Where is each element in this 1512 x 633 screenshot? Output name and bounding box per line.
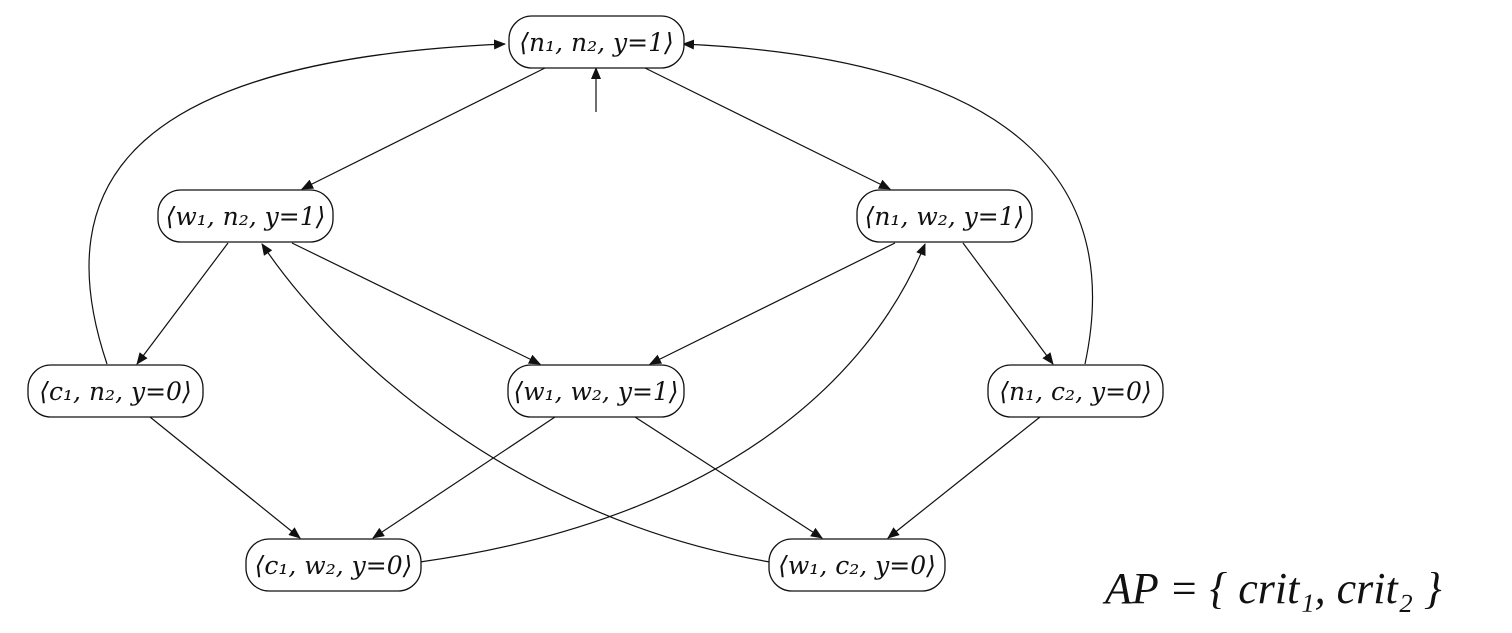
edge-c1n2-to-n1n2	[88, 39, 506, 365]
state-label: ⟨n₁, n₂, y=1⟩	[519, 28, 674, 57]
atomic-propositions-label: AP = { crit₁, crit₂ }	[1102, 564, 1442, 613]
state-label: ⟨n₁, c₂, y=0⟩	[999, 377, 1151, 406]
state-node: ⟨w₁, c₂, y=0⟩	[768, 538, 946, 592]
state-node: ⟨n₁, n₂, y=1⟩	[508, 15, 685, 69]
state-box	[768, 538, 946, 592]
edge-w1w2-to-c1w2	[372, 416, 556, 539]
state-box	[507, 364, 685, 418]
state-nodes: ⟨n₁, n₂, y=1⟩ ⟨w₁, n₂, y=1⟩ ⟨n₁, w₂, y=1…	[27, 15, 1164, 592]
edge-w1c2-to-w1n2	[261, 243, 771, 563]
edge-n1n2-to-w1n2	[301, 67, 546, 190]
edge-n1n2-to-n1w2	[644, 67, 891, 190]
state-label: ⟨w₁, n₂, y=1⟩	[166, 202, 326, 231]
state-box	[157, 189, 334, 243]
state-label: ⟨n₁, w₂, y=1⟩	[865, 202, 1025, 231]
state-box	[245, 538, 422, 592]
transition-edges	[88, 39, 1094, 563]
edge-n1c2-to-n1n2	[682, 39, 1094, 365]
edge-n1w2-to-w1w2	[649, 242, 896, 365]
edge-w1w2-to-w1c2	[634, 416, 823, 539]
state-node: ⟨c₁, n₂, y=0⟩	[27, 364, 204, 418]
state-node: ⟨c₁, w₂, y=0⟩	[245, 538, 422, 592]
state-node: ⟨w₁, w₂, y=1⟩	[507, 364, 685, 418]
state-node: ⟨w₁, n₂, y=1⟩	[157, 189, 334, 243]
state-node: ⟨n₁, w₂, y=1⟩	[856, 189, 1033, 243]
state-box	[27, 364, 204, 418]
state-box	[856, 189, 1033, 243]
edge-c1n2-to-c1w2	[149, 416, 301, 539]
state-label: ⟨c₁, w₂, y=0⟩	[255, 551, 413, 580]
state-node: ⟨n₁, c₂, y=0⟩	[987, 364, 1164, 418]
state-label: ⟨c₁, n₂, y=0⟩	[39, 377, 191, 406]
state-box	[987, 364, 1164, 418]
state-box	[508, 15, 685, 69]
edge-w1n2-to-c1n2	[136, 242, 229, 365]
state-label: ⟨w₁, w₂, y=1⟩	[513, 377, 678, 406]
edge-n1c2-to-w1c2	[887, 416, 1041, 539]
state-label: ⟨w₁, c₂, y=0⟩	[778, 551, 936, 580]
edge-n1w2-to-n1c2	[962, 242, 1054, 365]
edge-c1w2-to-n1w2	[419, 243, 926, 563]
edge-w1n2-to-w1w2	[291, 242, 541, 365]
